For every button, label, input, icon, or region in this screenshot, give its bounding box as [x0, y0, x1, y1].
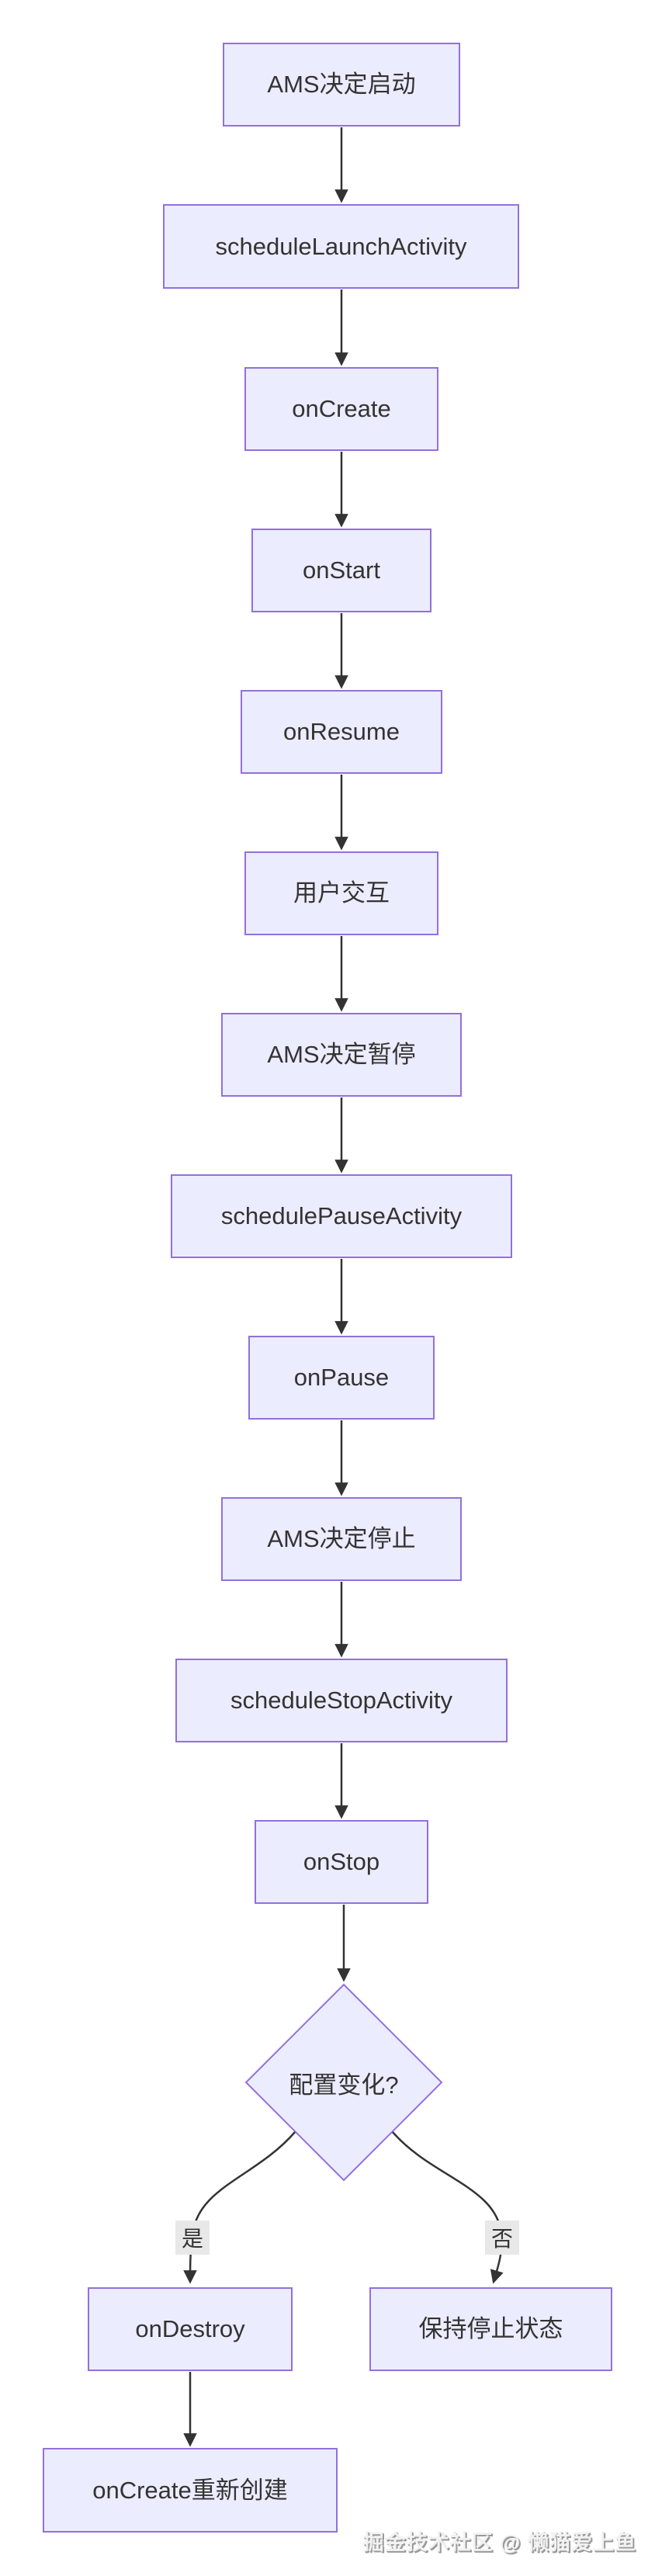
node-onpause: onPause	[248, 1336, 435, 1420]
node-label: onPause	[293, 1364, 390, 1392]
edge-label-text: 否	[490, 2227, 513, 2251]
node-ams-decides-pause: AMS决定暂停	[221, 1013, 462, 1097]
node-schedule-pause-activity: schedulePauseActivity	[171, 1174, 512, 1258]
node-schedule-stop-activity: scheduleStopActivity	[175, 1659, 508, 1742]
node-ams-decides-launch: AMS决定启动	[223, 43, 460, 127]
node-label: onStart	[303, 556, 380, 584]
edge-label-text: 是	[181, 2227, 203, 2251]
node-ams-decides-stop: AMS决定停止	[221, 1497, 462, 1581]
node-label: onDestroy	[135, 2315, 245, 2343]
node-label: 配置变化?	[289, 2071, 399, 2099]
node-label: onResume	[283, 718, 400, 746]
node-label: AMS决定启动	[267, 71, 416, 99]
node-oncreate-recreate: onCreate重新创建	[43, 2448, 338, 2533]
node-config-change-diamond	[244, 1983, 443, 2182]
node-onresume: onResume	[241, 690, 442, 774]
node-label: onStop	[303, 1848, 380, 1876]
node-label: onCreate	[292, 395, 391, 423]
node-config-change-label: 配置变化?	[258, 2062, 429, 2103]
node-schedule-launch-activity: scheduleLaunchActivity	[163, 204, 519, 289]
node-label: scheduleLaunchActivity	[215, 232, 467, 260]
node-label: 保持停止状态	[418, 2315, 563, 2343]
node-label: 用户交互	[293, 879, 390, 907]
node-keep-stopped-state: 保持停止状态	[369, 2287, 612, 2371]
edge-config-change-to-ondestroy	[183, 2131, 296, 2284]
node-label: AMS决定暂停	[267, 1041, 416, 1069]
edge-config-change-to-keep-stopped	[392, 2131, 504, 2284]
node-onstart: onStart	[251, 529, 431, 612]
node-ondestroy: onDestroy	[88, 2287, 293, 2371]
watermark-text: 掘金技术社区 @ 懒猫爱上鱼	[362, 2531, 636, 2554]
edge-label-no: 否	[485, 2221, 519, 2255]
node-label: AMS决定停止	[267, 1525, 416, 1553]
node-oncreate: onCreate	[244, 367, 438, 451]
node-onstop: onStop	[255, 1820, 428, 1904]
node-label: onCreate重新创建	[92, 2476, 288, 2504]
node-user-interaction: 用户交互	[244, 851, 438, 935]
edge-label-yes: 是	[175, 2221, 210, 2255]
node-label: schedulePauseActivity	[220, 1202, 463, 1230]
node-label: scheduleStopActivity	[230, 1687, 453, 1714]
